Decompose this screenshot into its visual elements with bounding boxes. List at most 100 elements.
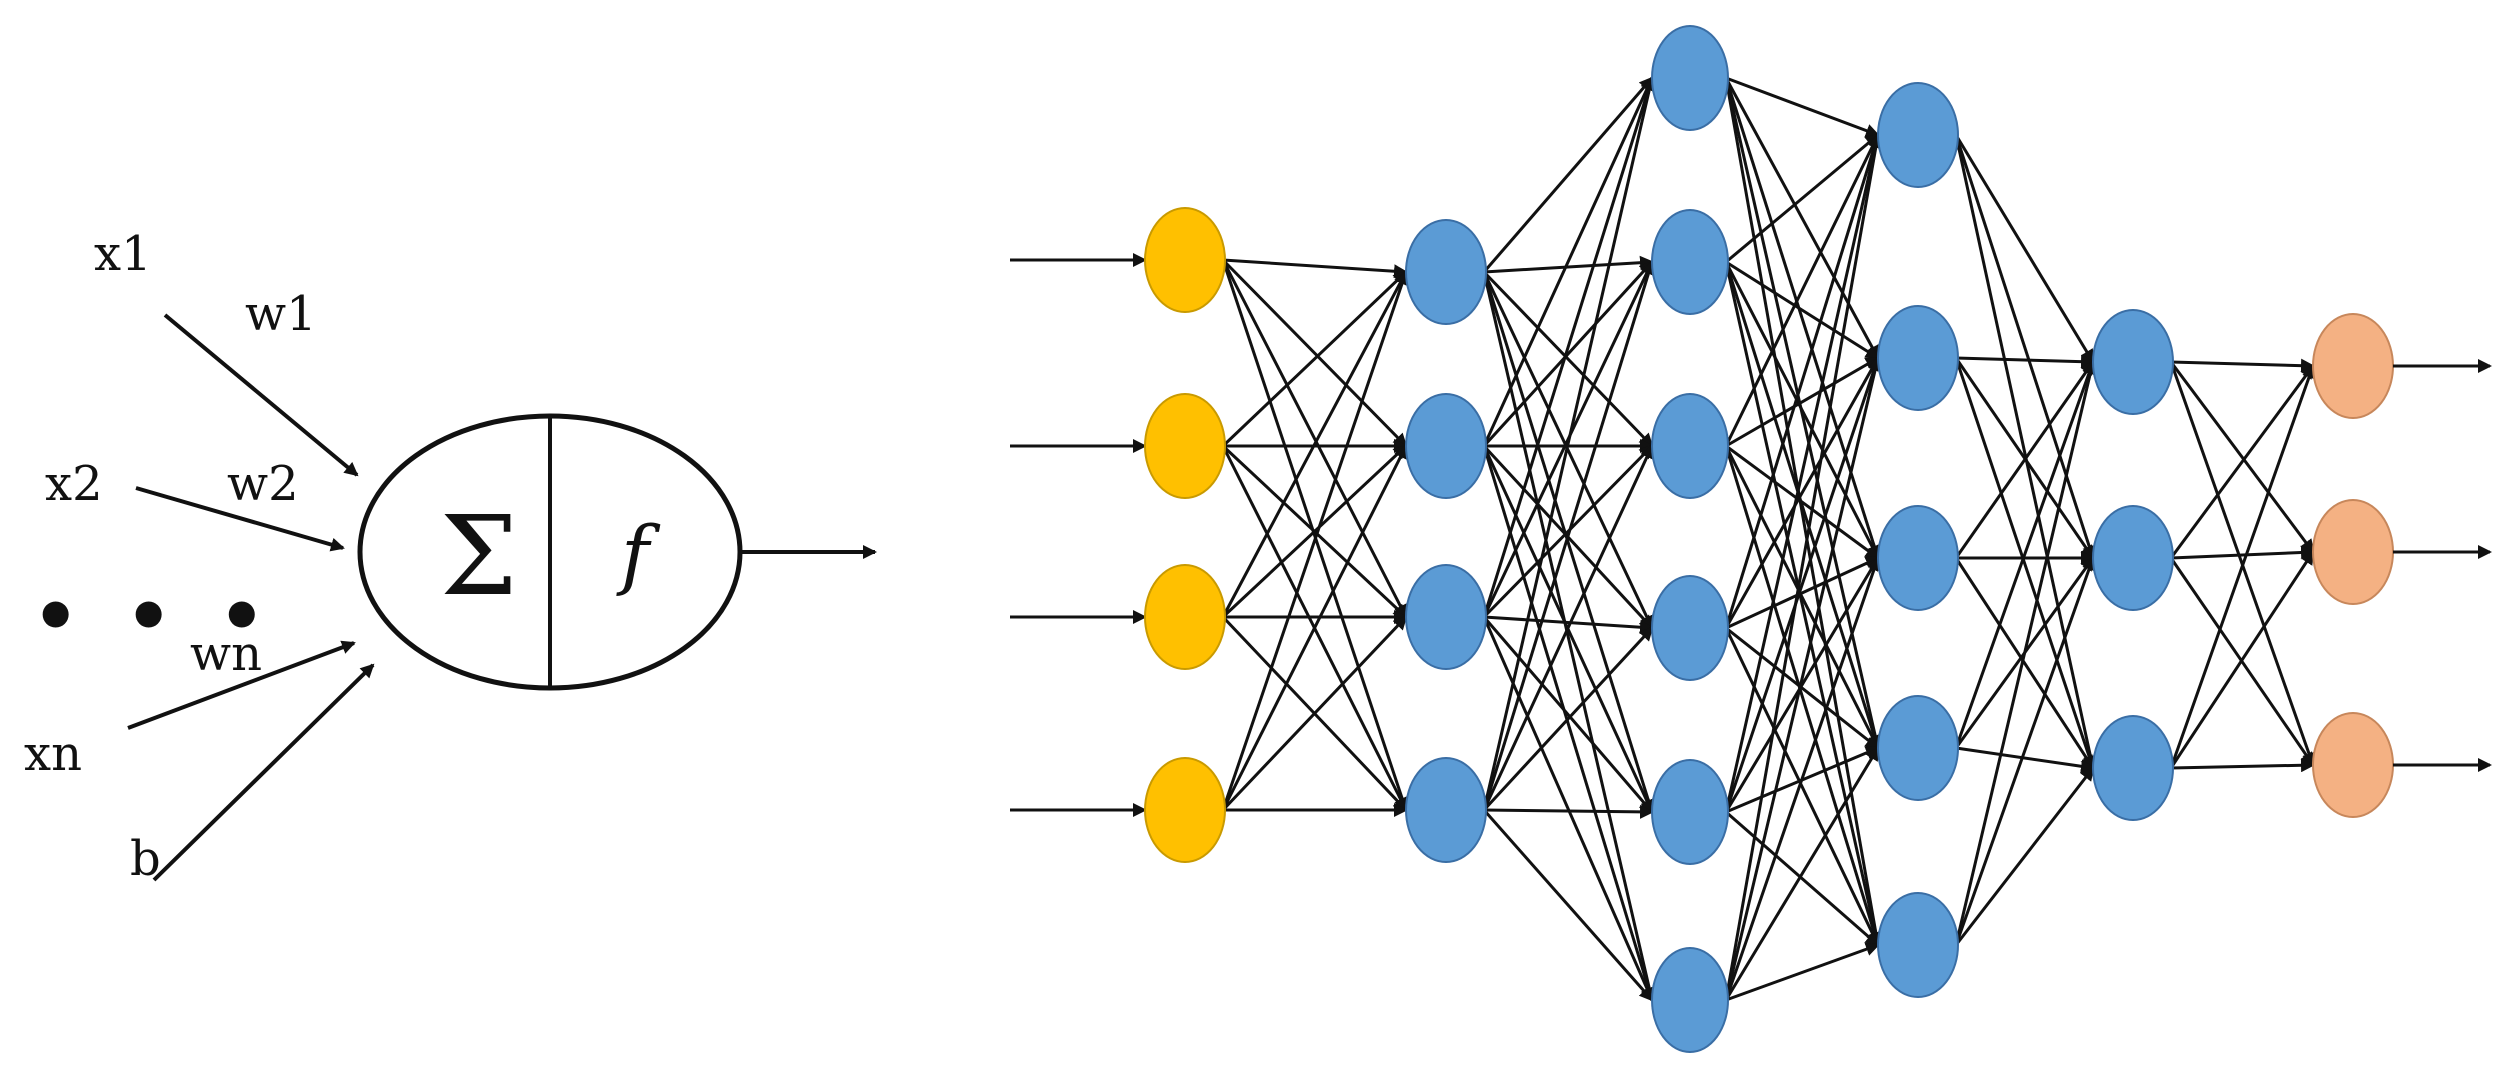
connection-0-0-2: [1221, 259, 1408, 619]
connection-4-0-1: [2169, 361, 2315, 554]
connection-0-1-0: [1221, 270, 1408, 448]
connection-1-0-1: [1483, 255, 1654, 274]
connection-3-3-2: [1955, 746, 2095, 774]
input-label-x2: x2: [45, 456, 103, 512]
connection-2-0-1: [1724, 77, 1880, 360]
connection-2-5-2: [1724, 556, 1881, 1001]
bias-arrow: [152, 663, 375, 882]
network-connections: [1221, 76, 2316, 1002]
hidden-1-node-4: [1405, 757, 1487, 863]
output-node-1: [2312, 313, 2394, 419]
summation-symbol: Σ: [440, 492, 518, 620]
connection-3-4-1: [1954, 556, 2096, 946]
hidden-1-node-3: [1405, 564, 1487, 670]
connection-1-3-3: [1482, 626, 1654, 812]
hidden-4-node-3: [2092, 715, 2174, 821]
network-output-arrows: [2393, 359, 2492, 772]
connection-0-0-0: [1222, 258, 1408, 279]
connection-1-1-5: [1482, 445, 1656, 1002]
connection-2-1-1: [1725, 260, 1880, 360]
weight-label-w2: w2: [227, 456, 299, 512]
weight-label-wn: wn: [190, 626, 262, 682]
hidden-4-node-1: [2092, 309, 2174, 415]
perceptron-diagram: x1 w1 x2 w2 • • • wn xn b Σ f: [24, 226, 877, 887]
connection-1-0-0: [1482, 76, 1654, 273]
connection-2-0-0: [1725, 76, 1880, 138]
hidden-3-node-5: [1877, 892, 1959, 998]
hidden-3-node-4: [1877, 695, 1959, 801]
connection-4-2-2: [2170, 758, 2315, 773]
connection-2-2-3: [1724, 445, 1880, 750]
connection-2-2-1: [1725, 356, 1880, 448]
hidden-3-node-1: [1877, 82, 1959, 188]
connection-2-5-0: [1724, 133, 1883, 1001]
connection-2-1-2: [1724, 261, 1880, 560]
network-input-arrows: [1010, 253, 1147, 817]
output-node-2: [2312, 499, 2394, 605]
input-arrow-x2: [135, 486, 345, 552]
connection-0-0-3: [1221, 259, 1409, 812]
connection-1-2-5: [1482, 616, 1654, 1002]
connection-0-3-2: [1221, 615, 1408, 812]
connection-2-2-4: [1724, 445, 1882, 947]
input-label-xn: xn: [24, 726, 82, 782]
connection-2-5-4: [1725, 942, 1880, 1002]
connection-2-2-2: [1725, 444, 1880, 560]
connection-4-1-1: [2170, 545, 2315, 560]
connection-2-1-3: [1724, 261, 1882, 750]
hidden-1-node-2: [1405, 393, 1487, 499]
connection-2-2-0: [1724, 133, 1880, 447]
connection-3-2-2: [1954, 557, 2095, 770]
hidden-3-node-3: [1877, 505, 1959, 611]
connection-1-1-0: [1482, 76, 1654, 447]
connection-1-3-0: [1482, 76, 1657, 811]
connection-0-0-1: [1221, 258, 1408, 448]
connection-1-2-4: [1482, 616, 1654, 814]
input-arrow-x1: [163, 313, 359, 477]
connection-3-0-1: [1954, 134, 2096, 560]
input-label-x1: x1: [94, 226, 152, 282]
connection-0-2-1: [1221, 444, 1408, 619]
ellipsis-label: • • •: [32, 574, 275, 660]
connection-4-2-0: [2169, 364, 2316, 769]
connection-0-3-1: [1221, 444, 1408, 811]
connection-3-1-2: [1954, 357, 2096, 770]
connection-4-0-0: [2170, 358, 2315, 373]
connection-2-3-3: [1725, 626, 1880, 750]
connection-2-4-1: [1724, 356, 1881, 813]
hidden-1-node-1: [1405, 219, 1487, 325]
connection-3-2-0: [1954, 360, 2095, 559]
connection-4-2-1: [2169, 550, 2315, 769]
connection-0-2-0: [1221, 270, 1408, 618]
hidden-3-node-2: [1877, 305, 1959, 411]
connection-3-1-0: [1955, 354, 2095, 369]
connection-1-0-4: [1482, 271, 1656, 814]
bias-label-b: b: [130, 831, 161, 887]
connection-2-5-1: [1724, 356, 1883, 1001]
deep-neural-network: [1010, 25, 2492, 1053]
connection-3-3-0: [1954, 360, 2096, 749]
connection-3-0-0: [1954, 134, 2095, 364]
connection-1-0-2: [1482, 270, 1654, 448]
connection-4-1-0: [2169, 364, 2315, 559]
hidden-2-node-6: [1651, 947, 1729, 1053]
input-node-3: [1144, 564, 1226, 670]
connection-1-3-5: [1482, 809, 1654, 1002]
hidden-2-node-5: [1651, 759, 1729, 865]
connection-2-4-4: [1725, 810, 1880, 947]
hidden-4-node-2: [2092, 505, 2174, 611]
connection-2-3-2: [1725, 556, 1880, 630]
connection-2-0-2: [1724, 77, 1882, 560]
input-arrow-xn: [127, 640, 356, 730]
connection-2-1-4: [1724, 261, 1883, 947]
hidden-2-node-4: [1651, 575, 1729, 681]
connection-2-5-3: [1724, 746, 1880, 1001]
connection-1-1-1: [1482, 260, 1654, 448]
connection-2-4-0: [1724, 133, 1883, 813]
connection-3-4-2: [1954, 766, 2095, 946]
connection-2-1-0: [1725, 133, 1880, 264]
output-node-3: [2312, 712, 2394, 818]
connection-2-3-1: [1724, 356, 1880, 629]
connection-1-3-1: [1482, 260, 1656, 811]
